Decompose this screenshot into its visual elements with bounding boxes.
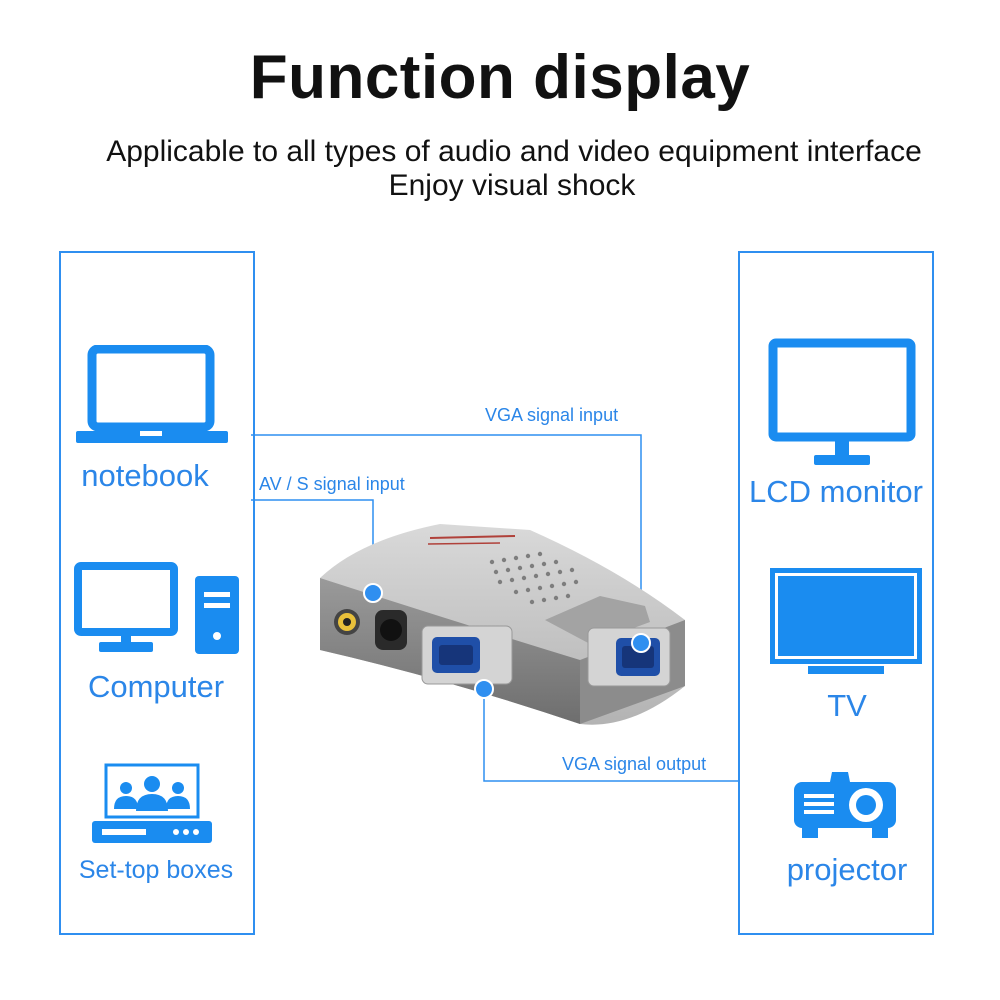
converter-box-image — [320, 524, 685, 725]
projector-label: projector — [786, 852, 908, 887]
subtitle-line-2: Enjoy visual shock — [388, 169, 636, 202]
set-top-box-icon — [92, 763, 212, 843]
tv-icon — [770, 568, 922, 674]
tv-label: TV — [827, 688, 867, 723]
subtitle-line-1: Applicable to all types of audio and vid… — [106, 135, 922, 168]
computer-icon — [74, 562, 239, 654]
av-s-input-label: AV / S signal input — [259, 474, 405, 494]
set-top-boxes-label: Set-top boxes — [78, 856, 234, 884]
page-title: Function display — [249, 43, 751, 112]
notebook-icon — [76, 345, 228, 443]
lcd-monitor-label: LCD monitor — [749, 474, 923, 509]
vga-input-label: VGA signal input — [485, 405, 619, 425]
notebook-label: notebook — [81, 458, 209, 493]
projector-icon — [794, 772, 896, 838]
vga-output-label: VGA signal output — [562, 754, 707, 774]
lcd-monitor-icon — [768, 338, 916, 465]
computer-label: Computer — [87, 669, 225, 704]
